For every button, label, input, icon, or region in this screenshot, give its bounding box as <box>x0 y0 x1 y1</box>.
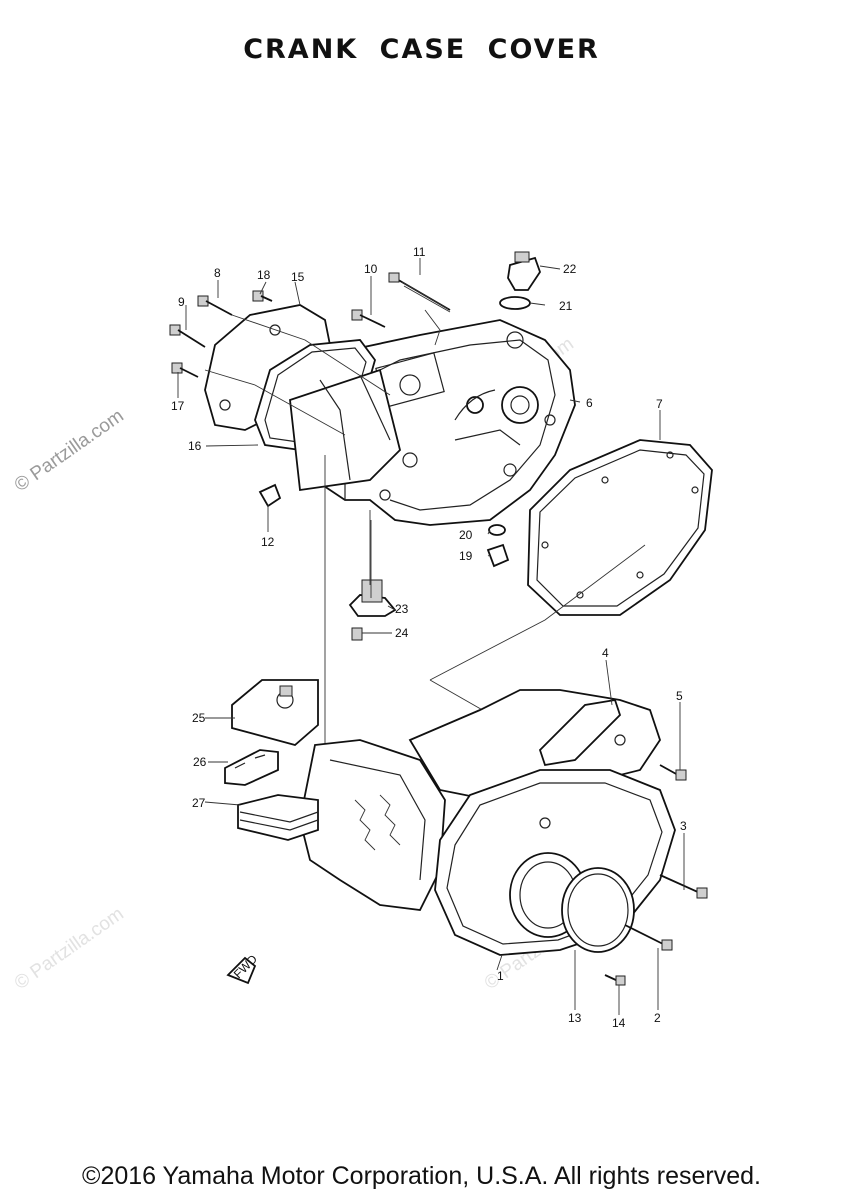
washer-part-20 <box>488 524 506 536</box>
callout-24: 24 <box>395 626 409 640</box>
screw-part-24 <box>351 627 363 641</box>
callout-18: 18 <box>257 268 271 282</box>
inner-housing <box>289 368 401 492</box>
fwd-direction-arrow: FWD <box>226 952 260 985</box>
callout-25: 25 <box>192 711 206 725</box>
callout-3: 3 <box>680 819 687 833</box>
callout-10: 10 <box>364 262 378 276</box>
callout-numbers: 1 2 3 4 5 6 7 8 9 10 11 12 13 14 15 16 1… <box>171 245 687 1030</box>
boot-part-27 <box>237 794 319 841</box>
damper-part-26 <box>224 749 279 786</box>
callout-20: 20 <box>459 528 473 542</box>
bolts-lower-right <box>604 764 708 986</box>
watermark-partzilla: © Partzilla.com <box>11 405 128 496</box>
callout-22: 22 <box>563 262 577 276</box>
cover-plate-part-13 <box>561 867 635 953</box>
watermark-faint-2: © Partzilla.com <box>11 903 128 994</box>
gasket-part-7 <box>527 439 713 616</box>
leader-lines <box>177 258 685 1015</box>
alignment-line-5 <box>231 314 391 396</box>
oil-filler-cap-part-22 <box>507 251 541 291</box>
callout-9: 9 <box>178 295 185 309</box>
copyright-footer: ©2016 Yamaha Motor Corporation, U.S.A. A… <box>82 1162 761 1190</box>
plug-part-12 <box>258 483 282 508</box>
callout-12: 12 <box>261 535 275 549</box>
callout-16: 16 <box>188 439 202 453</box>
cover-part-25 <box>231 679 319 746</box>
callout-8: 8 <box>214 266 221 280</box>
drain-plug-part-19 <box>486 543 510 568</box>
callout-21: 21 <box>559 299 573 313</box>
callout-2: 2 <box>654 1011 661 1025</box>
callout-17: 17 <box>171 399 185 413</box>
alignment-line-6 <box>424 309 441 346</box>
alignment-line-4 <box>204 369 346 436</box>
callout-6: 6 <box>586 396 593 410</box>
callout-14: 14 <box>612 1016 626 1030</box>
callout-23: 23 <box>395 602 409 616</box>
callout-15: 15 <box>291 270 305 284</box>
callout-11: 11 <box>413 245 426 259</box>
callout-7: 7 <box>656 397 663 411</box>
gasket-part-4 <box>538 698 622 767</box>
callout-27: 27 <box>192 796 206 810</box>
callout-13: 13 <box>568 1011 582 1025</box>
bolts-upper-left <box>169 290 386 378</box>
diagram-title: CRANK CASE COVER <box>243 34 600 65</box>
callout-5: 5 <box>676 689 683 703</box>
callout-19: 19 <box>459 549 473 563</box>
callout-1: 1 <box>497 969 504 983</box>
o-ring-part-21 <box>499 296 531 310</box>
callout-26: 26 <box>193 755 207 769</box>
cap-part-23 <box>348 579 397 617</box>
callout-4: 4 <box>602 646 609 660</box>
